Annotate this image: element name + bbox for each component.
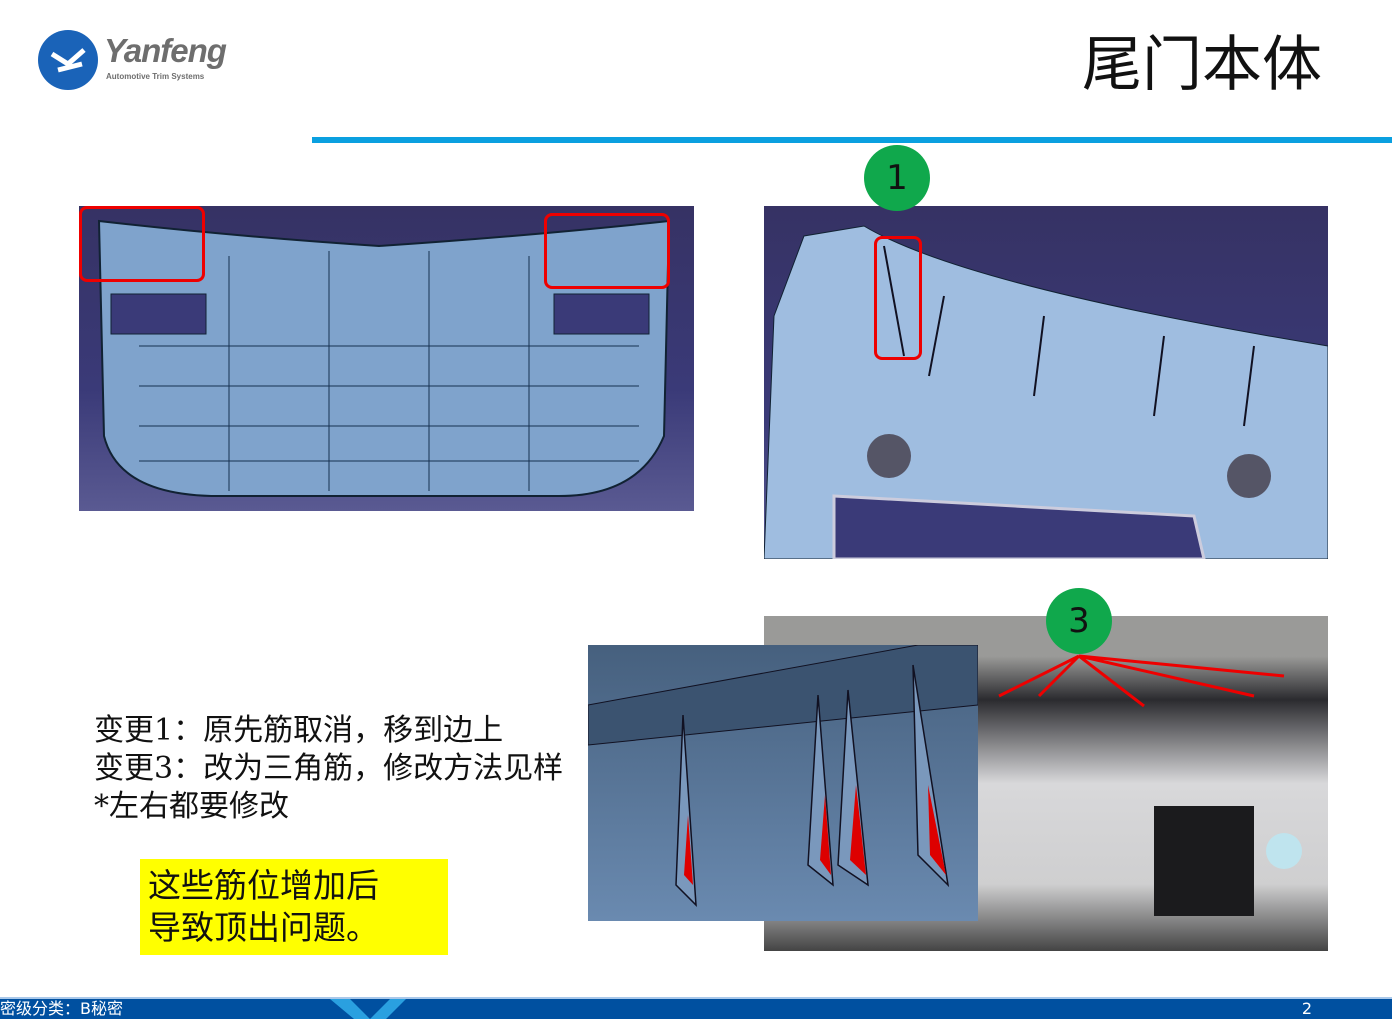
yanfeng-logo-icon xyxy=(38,30,98,90)
triangular-rib-cad-image xyxy=(588,645,978,921)
logo-text: Yanfeng xyxy=(104,32,227,69)
page-title: 尾门本体 xyxy=(1082,30,1322,100)
step-badge-3: 3 xyxy=(1046,588,1112,654)
tailgate-corner-detail-image xyxy=(764,206,1328,559)
logo-subtitle: Automotive Trim Systems xyxy=(106,72,205,81)
page-number: 2 xyxy=(1301,999,1312,1018)
step-badge-1: 1 xyxy=(864,145,930,211)
callout-line-2: 导致顶出问题。 xyxy=(148,908,379,947)
title-divider xyxy=(312,137,1392,143)
note-both-sides: *左右都要修改 xyxy=(94,789,289,824)
footer-classification: 密级分类：B秘密 xyxy=(0,999,123,1018)
callout-line-1: 这些筋位增加后 xyxy=(148,866,379,905)
footer-bar xyxy=(0,997,1392,1019)
highlight-box-right xyxy=(544,213,670,289)
change-notes: 变更1：原先筋取消，移到边上 变更3：改为三角筋，修改方法见样 *左右都要修改 xyxy=(94,712,563,826)
note-change-1: 变更1：原先筋取消，移到边上 xyxy=(94,713,504,748)
tailgate-cad-overview-image xyxy=(79,206,694,511)
note-change-3: 变更3：改为三角筋，修改方法见样 xyxy=(94,751,564,786)
highlight-box-rib xyxy=(874,236,922,360)
highlight-box-left xyxy=(79,206,205,282)
issue-callout: 这些筋位增加后 导致顶出问题。 xyxy=(140,859,448,955)
